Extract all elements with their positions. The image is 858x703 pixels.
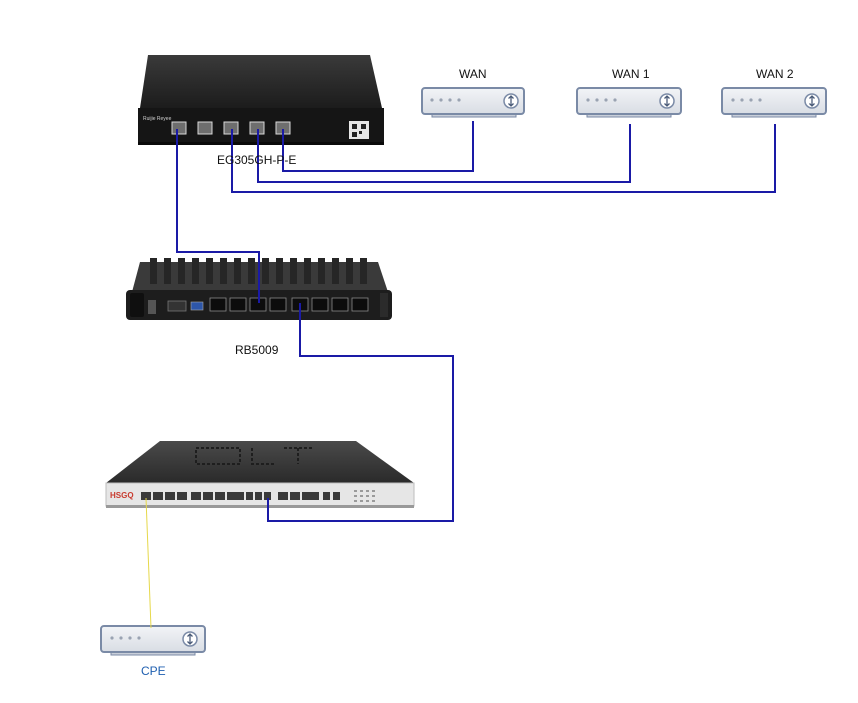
gateway-port-1 (171, 121, 187, 135)
usb-port (190, 301, 204, 311)
gateway-brand-text: Ruijie Reyee (143, 116, 172, 122)
label-wan2: WAN 2 (756, 67, 794, 81)
modem-cpe[interactable] (100, 625, 206, 656)
label-wan: WAN (459, 67, 487, 81)
label-gateway: EG305GH-P-E (217, 153, 297, 167)
link-gateway-router (176, 129, 260, 303)
gateway-device[interactable]: Ruijie Reyee (138, 55, 384, 145)
link-olt-cpe-fiber (145, 497, 152, 629)
modem-wan1[interactable] (576, 87, 682, 118)
modem-wan2[interactable] (721, 87, 827, 118)
modem-wan[interactable] (421, 87, 525, 118)
link-router-olt (267, 303, 454, 522)
gateway-port-2 (197, 121, 213, 135)
label-wan1: WAN 1 (612, 67, 650, 81)
link-gateway-wan (282, 121, 474, 172)
link-gateway-wan2 (231, 124, 776, 193)
label-cpe: CPE (141, 664, 166, 678)
label-router: RB5009 (235, 343, 279, 357)
link-gateway-wan1 (257, 124, 631, 183)
olt-top-marking (195, 447, 312, 465)
olt-brand-text: HSGQ (110, 491, 134, 500)
olt-device[interactable]: HSGQ (105, 441, 415, 508)
